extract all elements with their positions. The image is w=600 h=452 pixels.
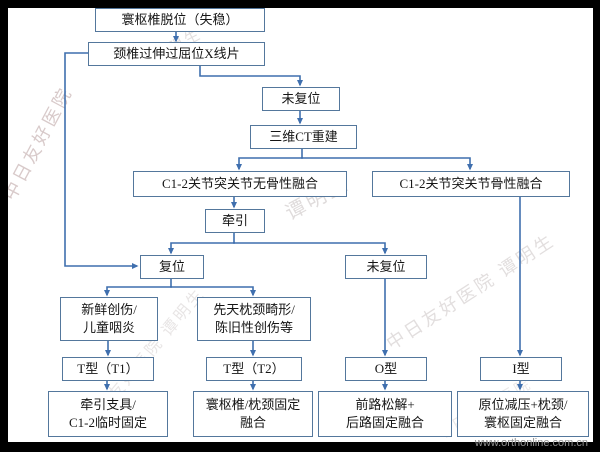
node-label: 融合 xyxy=(239,415,266,430)
node-label: C1-2关节突关节骨性融合 xyxy=(399,175,543,191)
node-label: 原位减压+枕颈/ xyxy=(478,396,568,412)
node-label: T型（T2） xyxy=(223,360,285,376)
node-traction-brace: 牵引支具/ C1-2临时固定 xyxy=(48,391,168,437)
node-label: 陈旧性创伤等 xyxy=(214,320,293,335)
node-label: C1-2关节突关节无骨性融合 xyxy=(161,175,318,191)
connector xyxy=(233,242,388,255)
node-label: 三维CT重建 xyxy=(269,128,338,144)
node-reduced: 复位 xyxy=(140,255,204,279)
node-xray: 颈椎过伸过屈位X线片 xyxy=(88,42,265,66)
node-ct-reconstruction: 三维CT重建 xyxy=(250,125,357,149)
node-traction: 牵引 xyxy=(205,209,265,233)
frame-bar-bottom xyxy=(0,442,600,452)
frame-bar-left xyxy=(0,0,8,452)
frame-bar-right xyxy=(593,0,600,452)
node-label: 儿童咽炎 xyxy=(82,320,135,335)
node-type-t1: T型（T1） xyxy=(62,357,154,381)
node-congenital-old-trauma: 先天枕颈畸形/ 陈旧性创伤等 xyxy=(197,297,311,341)
node-bony-fusion: C1-2关节突关节骨性融合 xyxy=(372,171,570,197)
connector xyxy=(168,242,235,255)
node-label: I型 xyxy=(512,360,530,376)
connector xyxy=(199,64,303,87)
connector xyxy=(301,157,473,171)
node-anterior-release: 前路松解+ 后路固定融合 xyxy=(318,391,452,437)
node-label: 复位 xyxy=(158,258,185,274)
node-label: O型 xyxy=(374,360,398,376)
node-label: 牵引支具/ xyxy=(80,396,136,412)
node-dislocation: 寰枢椎脱位（失稳） xyxy=(95,8,265,32)
node-aa-oc-fusion: 寰枢椎/枕颈固定 融合 xyxy=(193,391,313,437)
node-in-situ-decompression: 原位减压+枕颈/ 寰枢固定融合 xyxy=(457,391,589,437)
node-label: 后路固定融合 xyxy=(345,415,424,430)
connector xyxy=(104,286,172,297)
connector xyxy=(170,286,256,297)
node-label: 寰枢椎/枕颈固定 xyxy=(205,396,301,412)
node-label: C1-2临时固定 xyxy=(68,415,147,430)
node-label: 先天枕颈畸形/ xyxy=(213,301,295,317)
node-no-bony-fusion: C1-2关节突关节无骨性融合 xyxy=(133,171,347,197)
node-label: 前路松解+ xyxy=(355,396,415,412)
node-label: 牵引 xyxy=(221,212,248,228)
node-label: 颈椎过伸过屈位X线片 xyxy=(113,45,240,61)
node-label: 未复位 xyxy=(366,258,406,274)
node-label: 未复位 xyxy=(281,90,321,106)
node-type-t2: T型（T2） xyxy=(206,357,302,381)
connector xyxy=(64,52,139,269)
frame-bar-top xyxy=(0,0,600,8)
node-label: 寰枢椎脱位（失稳） xyxy=(121,11,239,27)
node-label: T型（T1） xyxy=(77,360,139,376)
website-watermark: www.orthonline.com.cn xyxy=(474,437,588,449)
node-type-i: I型 xyxy=(480,357,562,381)
node-fresh-trauma: 新鲜创伤/ 儿童咽炎 xyxy=(60,297,158,341)
node-label: 寰枢固定融合 xyxy=(483,415,562,430)
node-not-reduced-top: 未复位 xyxy=(262,87,340,111)
connector xyxy=(236,157,303,171)
node-not-reduced-mid: 未复位 xyxy=(345,255,427,279)
node-type-o: O型 xyxy=(345,357,427,381)
node-label: 新鲜创伤/ xyxy=(81,301,137,317)
